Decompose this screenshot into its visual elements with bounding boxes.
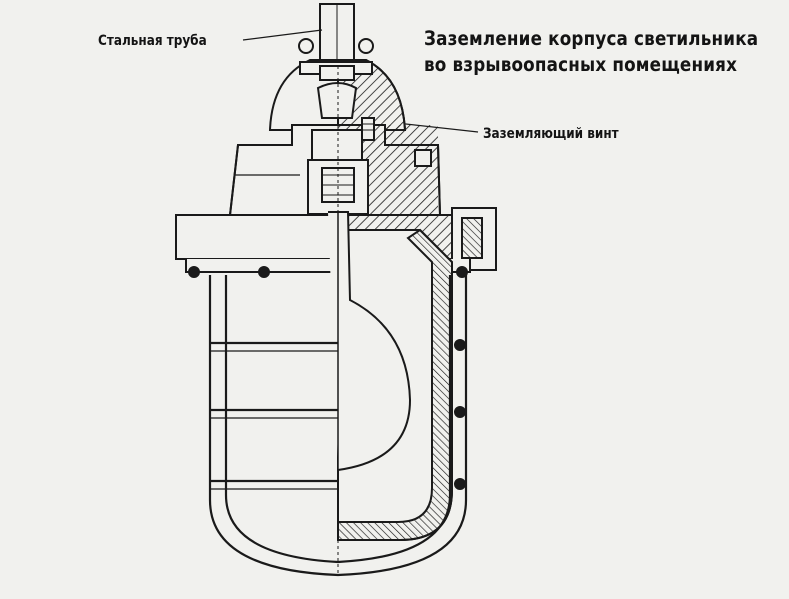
grounding-screw-label: Заземляющий винт xyxy=(483,126,619,142)
steel-pipe xyxy=(319,3,355,65)
steel-pipe-label: Стальная труба xyxy=(98,33,207,49)
lamp-socket xyxy=(321,167,355,203)
title-line-2: во взрывоопасных помещениях xyxy=(424,53,738,76)
title-line-1: Заземление корпуса светильника xyxy=(424,27,759,50)
steel-pipe-leader-line xyxy=(242,29,323,41)
grounding-screw xyxy=(361,117,375,141)
protective-cage xyxy=(208,275,468,577)
diagram-title: Заземление корпуса светильника во взрыво… xyxy=(424,26,758,78)
